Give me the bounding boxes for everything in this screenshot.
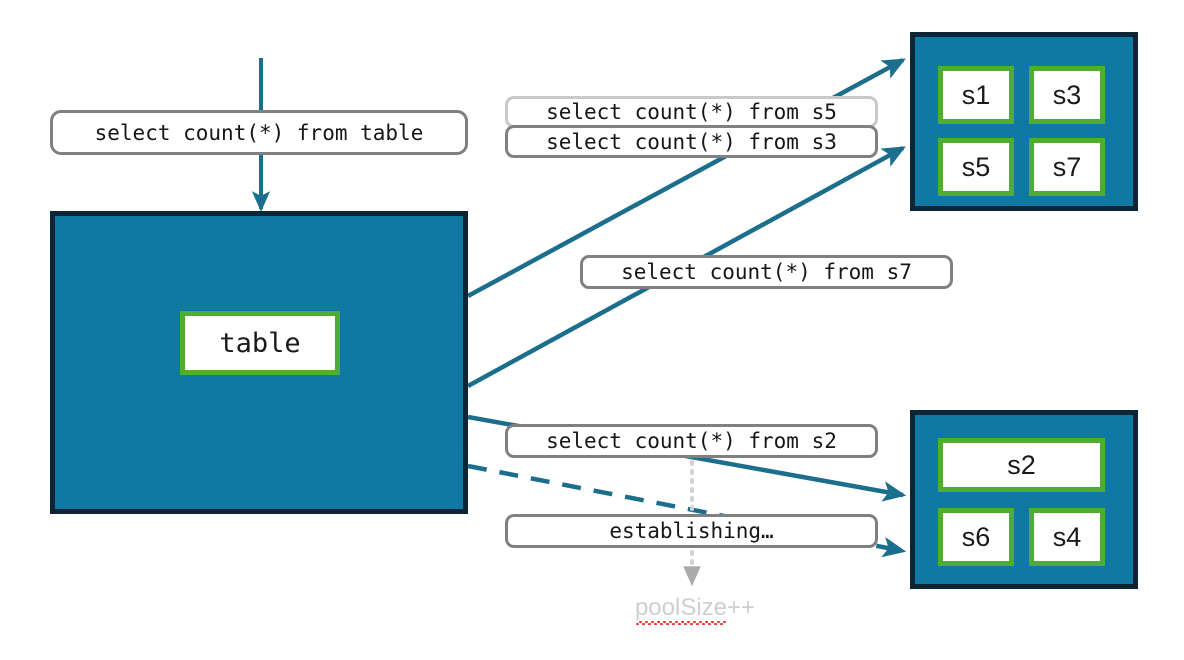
poolsize-text: poolSize [634,594,728,621]
node-s2[interactable]: s2 [938,438,1105,492]
node-s5[interactable]: s5 [938,138,1014,196]
query-label-s2: select count(*) from s2 [505,424,878,458]
query-label-s3: select count(*) from s3 [505,125,878,158]
poolsize-annotation: poolSize++ [600,594,790,625]
node-s1[interactable]: s1 [938,66,1014,124]
node-table[interactable]: table [180,311,340,375]
query-label-s7: select count(*) from s7 [580,255,953,289]
status-label-establishing: establishing… [505,514,878,548]
query-label-table: select count(*) from table [50,110,468,155]
poolsize-word: poolSize [634,594,728,625]
spellcheck-squiggle-icon [635,621,727,625]
node-s6[interactable]: s6 [938,508,1014,566]
node-s4[interactable]: s4 [1029,508,1105,566]
query-label-s5: select count(*) from s5 [505,96,878,128]
node-s3[interactable]: s3 [1029,66,1105,124]
node-s7[interactable]: s7 [1029,138,1105,196]
poolsize-increment: ++ [727,594,756,621]
